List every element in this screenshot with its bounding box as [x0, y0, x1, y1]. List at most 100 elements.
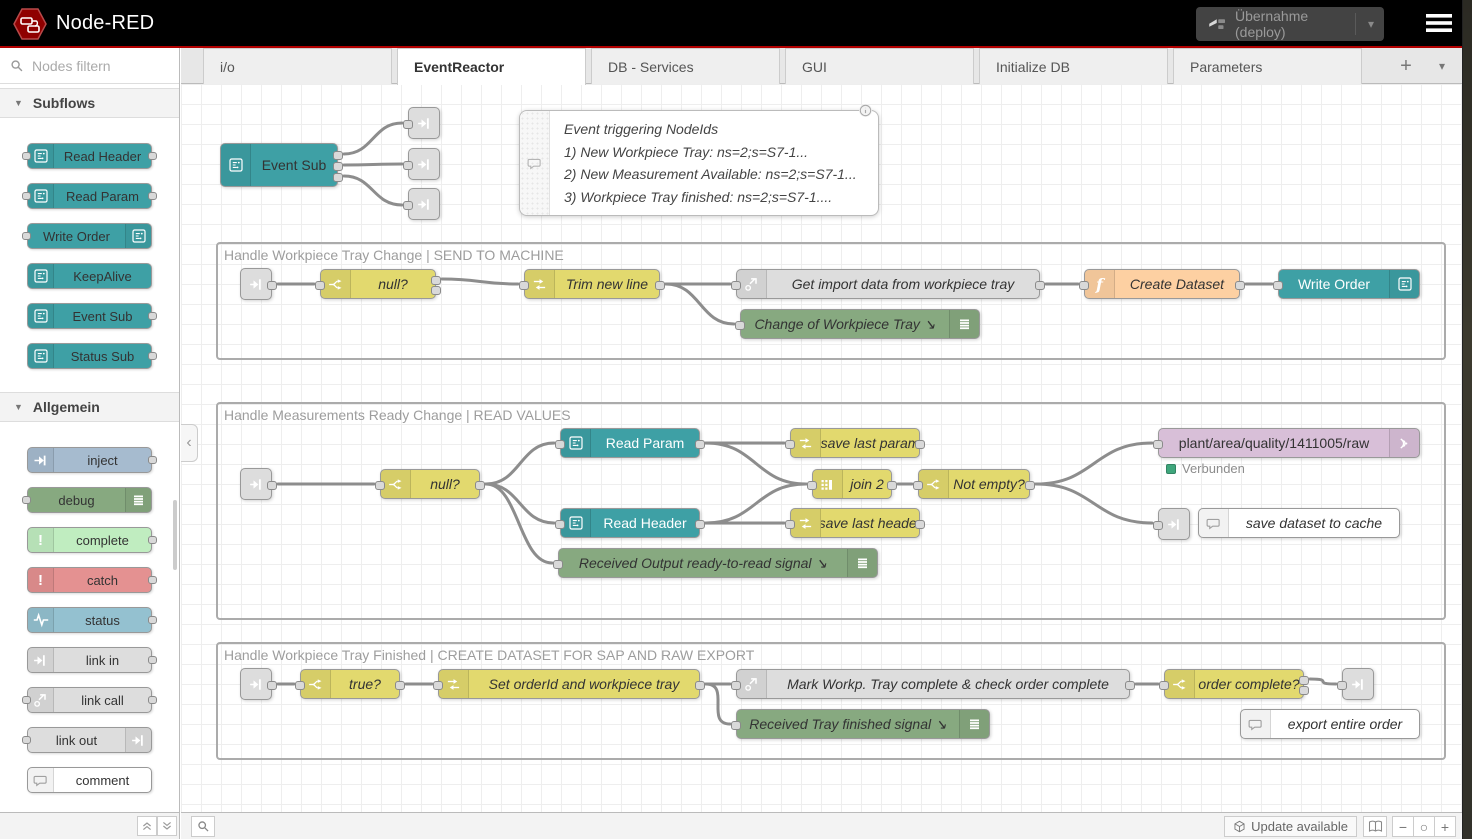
node-port-right[interactable]	[148, 656, 157, 664]
palette-section-header-allgemein[interactable]: ▼Allgemein	[0, 392, 179, 422]
tab-gui[interactable]: GUI	[785, 48, 974, 84]
node-port-right[interactable]	[148, 576, 157, 584]
tab-initialize-db[interactable]: Initialize DB	[979, 48, 1168, 84]
node-port-right[interactable]	[333, 161, 343, 171]
palette-node-comment[interactable]: comment	[27, 767, 152, 793]
node-port-left[interactable]	[785, 439, 795, 449]
palette-node-read-param[interactable]: Read Param	[22, 183, 157, 209]
node-port-right[interactable]	[148, 536, 157, 544]
g1-debug-change-of-workpiece-tray[interactable]: Change of Workpiece Tray ↘	[735, 309, 980, 339]
node-port-right[interactable]	[148, 352, 157, 360]
palette-node-status-sub[interactable]: Status Sub	[27, 343, 157, 369]
tab-db-services[interactable]: DB - Services	[591, 48, 780, 84]
node-port-left[interactable]	[807, 480, 817, 490]
g3-link-in[interactable]	[240, 668, 277, 700]
g2-subflow-read-header[interactable]: Read Header	[555, 508, 705, 538]
palette-search[interactable]	[0, 48, 179, 84]
tab-parameters[interactable]: Parameters	[1173, 48, 1362, 84]
node-port-right[interactable]	[148, 152, 157, 160]
wire[interactable]	[484, 482, 554, 565]
g2-join-2[interactable]: join 2	[807, 469, 897, 499]
node-port-left[interactable]	[1153, 439, 1163, 449]
wire[interactable]	[342, 174, 404, 207]
g3-change-set-orderid[interactable]: Set orderId and workpiece tray	[433, 669, 705, 699]
tab-i-o[interactable]: i/o	[203, 48, 392, 84]
wire[interactable]	[704, 441, 808, 486]
node-port-right[interactable]	[267, 280, 277, 290]
tab-eventreactor[interactable]: EventReactor	[397, 48, 586, 85]
node-port-right[interactable]	[695, 519, 705, 529]
palette-node-link-in[interactable]: link in	[27, 647, 157, 673]
wire[interactable]	[704, 482, 808, 525]
g3-switch-order-complete[interactable]: order complete?	[1159, 669, 1309, 699]
g2-change-save-last-param[interactable]: save last param	[785, 428, 925, 458]
node-port-right[interactable]	[333, 172, 343, 182]
g3-link-out[interactable]	[1337, 668, 1374, 700]
node-port-right[interactable]	[1299, 685, 1309, 695]
node-port-right[interactable]	[1035, 280, 1045, 290]
main-menu-button[interactable]	[1426, 13, 1452, 38]
link-out-event-3[interactable]	[403, 188, 440, 220]
node-port-left[interactable]	[1159, 680, 1169, 690]
node-port-left[interactable]	[433, 680, 443, 690]
add-flow-button[interactable]: +	[1400, 55, 1412, 77]
deploy-options-caret[interactable]: ▾	[1367, 17, 1375, 31]
node-port-right[interactable]	[148, 616, 157, 624]
palette-node-complete[interactable]: !complete	[27, 527, 157, 553]
navigator-button[interactable]	[1363, 816, 1387, 837]
node-port-left[interactable]	[403, 119, 413, 129]
g1-subflow-write-order[interactable]: Write Order	[1273, 269, 1420, 299]
palette-node-keepalive[interactable]: KeepAlive	[27, 263, 152, 289]
node-port-right[interactable]	[655, 280, 665, 290]
node-port-left[interactable]	[1153, 520, 1163, 530]
node-port-right[interactable]	[431, 285, 441, 295]
node-port-left[interactable]	[913, 480, 923, 490]
g1-change-trim-new-line[interactable]: Trim new line	[519, 269, 665, 299]
node-port-right[interactable]	[1125, 680, 1135, 690]
node-port-left[interactable]	[375, 480, 385, 490]
node-port-left[interactable]	[22, 496, 31, 504]
g2-mqtt-out-plant-area-quality[interactable]: plant/area/quality/1411005/raw	[1153, 428, 1420, 458]
wire[interactable]	[1034, 482, 1154, 525]
wire[interactable]	[484, 441, 556, 486]
wire[interactable]	[342, 162, 404, 167]
zoom-out-button[interactable]: −	[1392, 816, 1414, 837]
palette-section-header-subflows[interactable]: ▼Subflows	[0, 88, 179, 118]
node-port-left[interactable]	[295, 680, 305, 690]
node-port-right[interactable]	[395, 680, 405, 690]
flow-group-1[interactable]: Handle Workpiece Tray Change | SEND TO M…	[216, 242, 1446, 360]
node-port-left[interactable]	[785, 519, 795, 529]
node-port-right[interactable]	[1025, 480, 1035, 490]
zoom-reset-button[interactable]: ○	[1413, 816, 1435, 837]
node-port-left[interactable]	[22, 736, 31, 744]
wire[interactable]	[704, 682, 732, 726]
palette-scrollbar[interactable]	[173, 500, 177, 570]
g1-linkcall-get-import-data[interactable]: Get import data from workpiece tray	[731, 269, 1045, 299]
g2-link-in[interactable]	[240, 468, 277, 500]
g2-comment-save-dataset[interactable]: save dataset to cache	[1198, 508, 1400, 538]
node-port-left[interactable]	[553, 559, 563, 569]
palette-node-write-order[interactable]: Write Order	[22, 223, 152, 249]
wire[interactable]	[484, 482, 556, 525]
node-port-right[interactable]	[915, 519, 925, 529]
node-port-right[interactable]	[148, 456, 157, 464]
node-port-left[interactable]	[1273, 280, 1283, 290]
link-out-event-1[interactable]	[403, 107, 440, 139]
palette-node-status[interactable]: status	[27, 607, 157, 633]
g1-link-in[interactable]	[240, 268, 277, 300]
wire[interactable]	[440, 277, 520, 286]
palette-search-input[interactable]	[30, 56, 179, 75]
node-port-right[interactable]	[333, 150, 343, 160]
node-port-right[interactable]	[475, 480, 485, 490]
node-port-left[interactable]	[22, 696, 31, 704]
collapse-all-categories-button[interactable]	[137, 816, 157, 836]
node-port-right[interactable]	[695, 439, 705, 449]
node-port-right[interactable]	[695, 680, 705, 690]
palette-node-link-out[interactable]: link out	[22, 727, 152, 753]
g3-debug-received-tray-finished[interactable]: Received Tray finished signal ↘	[731, 709, 990, 739]
search-flows-button[interactable]	[191, 816, 215, 837]
node-port-left[interactable]	[403, 200, 413, 210]
node-port-left[interactable]	[735, 320, 745, 330]
g2-debug-received-output[interactable]: Received Output ready-to-read signal ↘	[553, 548, 878, 578]
